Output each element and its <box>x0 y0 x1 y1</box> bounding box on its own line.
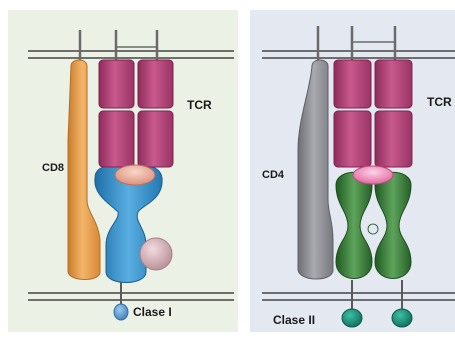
peptide-antigen-right <box>353 166 393 184</box>
tcr-alpha-chain-membrane-domain <box>99 60 134 108</box>
left-panel-cd8-mhc-class-i: CD8 TCR Clase I <box>8 10 238 332</box>
mhc-class-i-membrane-anchor <box>114 304 128 320</box>
tcr-beta-chain-variable-domain <box>138 111 173 167</box>
tcr-beta-chain-membrane-domain <box>375 60 412 108</box>
peptide-antigen-left <box>115 165 155 185</box>
tcr-label-left: TCR <box>187 98 212 112</box>
tcr-alpha-chain-variable-domain <box>334 111 371 167</box>
right-panel-cd4-mhc-class-ii: CD4 TCR Clase II <box>250 10 455 332</box>
panel-divider <box>238 10 250 332</box>
cd8-label: CD8 <box>42 162 64 174</box>
beta2-microglobulin <box>140 238 172 270</box>
tcr-alpha-chain-membrane-domain <box>334 60 371 108</box>
mhc-class-ii-beta-anchor <box>392 309 412 327</box>
tcr-alpha-chain-variable-domain <box>99 111 134 167</box>
cd4-label: CD4 <box>262 169 285 181</box>
mhc-class-i-label: Clase I <box>133 305 172 319</box>
tcr-label-right: TCR <box>427 95 452 109</box>
tcr-beta-chain-variable-domain <box>375 111 412 167</box>
mhc-class-ii-alpha-anchor <box>342 309 362 327</box>
mhc-class-ii-label: Clase II <box>273 313 315 327</box>
tcr-beta-chain-membrane-domain <box>138 60 173 108</box>
